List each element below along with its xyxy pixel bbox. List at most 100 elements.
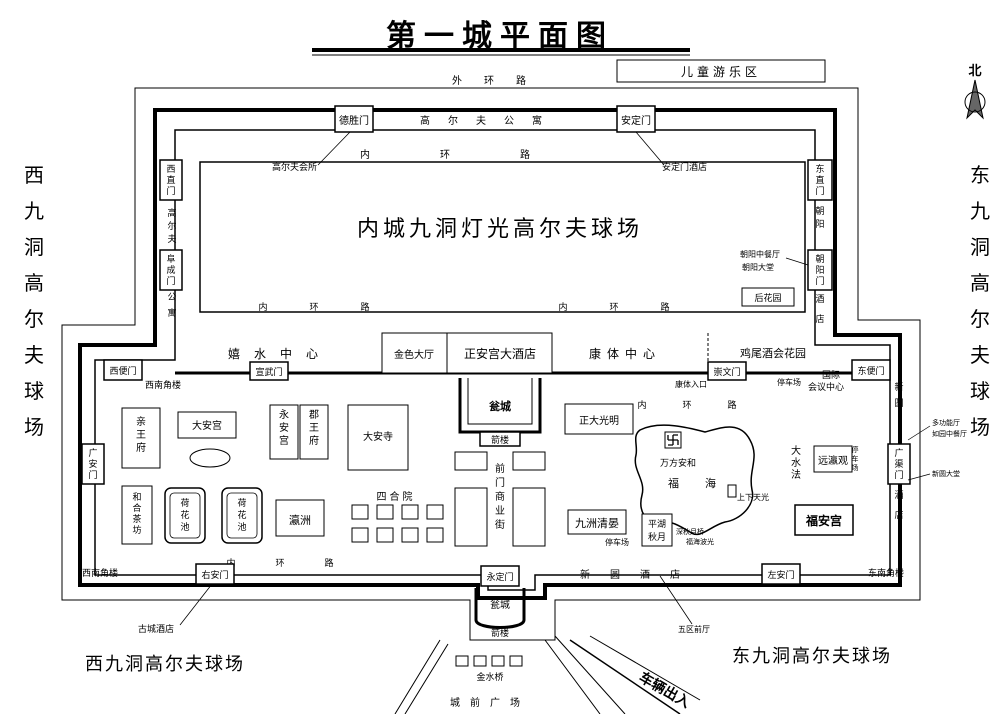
zuoan-gate-label: 左安门 <box>767 569 794 581</box>
daan-palace <box>177 411 237 439</box>
xizhi-gate <box>159 159 183 201</box>
fuan-label: 福安宫 <box>805 513 842 528</box>
wengcheng-south-label: 瓮城 <box>490 598 510 611</box>
inner-golf-label: 内城九洞灯光高尔夫球场 <box>357 217 643 242</box>
west-vertical-road-label: 高尔夫 <box>167 207 176 245</box>
anding-hotel-label: 安定门酒店 <box>662 161 707 173</box>
west-golf-label-bottom: 西九洞高尔夫球场 <box>85 654 245 675</box>
inner-ring-road-mid: 内环路 <box>258 301 411 313</box>
golf-apartment-road-label: 高尔夫公寓 <box>420 114 560 127</box>
kangti-entrance-label: 康体入口 <box>675 379 707 389</box>
chaoyang-hall-label: 朝阳大堂 <box>742 262 774 272</box>
east-parking-label: 停车场 <box>852 445 859 472</box>
wuqu-lobby-label: 五区前厅 <box>678 624 710 634</box>
inner-golf-course <box>199 161 806 313</box>
golden-hall-label: 金色大厅 <box>394 348 434 361</box>
golden-hall-box <box>381 332 448 374</box>
xinyuan-lobby-label: 新圆大堂 <box>932 469 960 478</box>
chongwen-gate-label: 崇文门 <box>713 366 740 378</box>
xibian-gate-label: 西便门 <box>109 365 136 377</box>
fuhai-lake <box>634 424 755 536</box>
siheyuan-blocks <box>351 504 444 543</box>
golf-club-label: 高尔夫会所 <box>272 161 317 173</box>
qianmen-block-2 <box>512 451 546 471</box>
north-arrow-icon: 北 <box>964 64 986 120</box>
xinyuan-vertical-bottom: 酒店 <box>894 490 903 521</box>
junwang-label: 郡王府 <box>309 409 319 447</box>
yongan-label: 永安宫 <box>279 408 289 447</box>
fuhai-wave-label: 福海波光 <box>686 537 714 546</box>
xibian-gate <box>103 359 143 381</box>
lotus-pond-2-label: 荷花池 <box>237 498 246 533</box>
fucheng-gate <box>159 249 183 291</box>
zhengan-hotel-box <box>446 332 553 374</box>
anding-gate <box>616 105 656 133</box>
intl-conf-label-2: 会议中心 <box>808 381 844 393</box>
inner-ring-road-top: 内环路 <box>360 148 600 161</box>
daan-temple-label: 大安寺 <box>363 430 393 443</box>
duogong-label: 多功能厅 <box>932 418 960 427</box>
dongzhi-gate-label: 东直门 <box>815 163 824 197</box>
yuanying-hall <box>813 445 853 473</box>
gucheng-hotel-label: 古城酒店 <box>138 623 174 635</box>
cocktail-garden-label: 鸡尾酒会花园 <box>740 346 806 360</box>
guangqu-gate <box>887 443 911 485</box>
qianmen-block-4 <box>512 487 546 547</box>
qinwang-label: 亲王府 <box>136 415 146 454</box>
dongzhi-gate <box>807 159 833 201</box>
chaoyang-gate-label: 朝阳门 <box>815 254 824 287</box>
zhengda-label: 正大光明 <box>579 414 619 427</box>
guangqu-gate-label: 广渠门 <box>894 447 903 481</box>
west-vertical-road-label-2: 公寓 <box>167 292 176 319</box>
jianlou-north <box>479 431 521 447</box>
wengcheng-south <box>474 588 526 629</box>
back-garden-box <box>741 287 795 307</box>
se-tower-label: 东南角楼 <box>868 567 904 579</box>
jiuzhou-label: 九洲清晏 <box>575 517 619 530</box>
anding-gate-label: 安定门 <box>621 114 651 127</box>
jianlou-label: 箭楼 <box>491 434 509 446</box>
back-garden-label: 后花园 <box>754 292 781 304</box>
wanfang-label: 万方安和 <box>660 457 696 469</box>
wanfang-icon <box>664 431 682 449</box>
inner-ring-road-lower: 内环路 <box>637 399 772 411</box>
north-label: 北 <box>968 64 981 79</box>
dongbian-gate <box>851 359 891 381</box>
kids-area-label: 儿童游乐区 <box>681 64 761 79</box>
sw-tower-label-top: 西南角楼 <box>145 379 181 391</box>
fuhai-label-1: 福 <box>668 476 679 490</box>
daan-palace-pond <box>189 448 231 468</box>
zhengda-hall <box>564 403 634 435</box>
pinghu-label-1: 平湖 <box>648 519 666 530</box>
xuanwu-gate <box>249 361 289 381</box>
desheng-gate <box>334 105 374 133</box>
east-golf-label-bottom: 东九洞高尔夫球场 <box>732 646 892 667</box>
zhengan-hotel-label: 正安宫大酒店 <box>464 346 536 361</box>
parking2-label: 停车场 <box>605 537 629 547</box>
west-golf-vertical-label: 西九洞高尔夫球场 <box>24 163 44 439</box>
junwang-mansion <box>299 404 329 460</box>
lotus-pond-2 <box>221 487 263 544</box>
xinyuan-vertical-top: 新圆 <box>894 381 903 409</box>
jinshui-label: 金水桥 <box>476 671 503 683</box>
jiuzhou-hall <box>567 509 627 535</box>
ruyuan-label: 如园中餐厅 <box>932 429 967 438</box>
fucheng-gate-label: 阜成门 <box>166 253 175 287</box>
chengqian-label: 城前广场 <box>450 696 530 709</box>
dongbian-gate-label: 东便门 <box>857 365 884 377</box>
guangan-gate-label: 广安门 <box>88 447 97 481</box>
east-vertical-label-top: 朝阳 <box>815 206 824 230</box>
outer-boundary <box>61 87 921 641</box>
hehe-tea-label: 和合茶坊 <box>132 492 141 536</box>
pinghu-label-2: 秋月 <box>648 531 666 543</box>
shenliu-label: 深秋月桥 <box>676 527 704 536</box>
kids-area-box <box>616 59 826 83</box>
yingzhou <box>275 499 325 537</box>
hehe-tea-house <box>121 485 153 545</box>
youan-gate <box>195 563 235 585</box>
pinghu-hall <box>641 513 673 547</box>
inner-ring-road-bottom: 内环路 <box>226 557 373 569</box>
xizhi-gate-label: 西直门 <box>166 164 175 197</box>
daan-temple <box>347 404 409 471</box>
